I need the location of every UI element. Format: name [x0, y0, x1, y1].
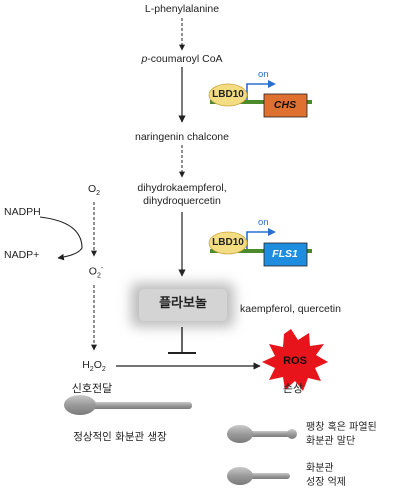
- fls1-gene-box: [263, 242, 308, 267]
- superoxide-label: O2-: [88, 265, 104, 280]
- p-coumaroyl-coa-label: p-coumaroyl CoA: [141, 53, 222, 65]
- normal-pollen-tube: [64, 395, 192, 415]
- ros-starburst: [262, 329, 328, 391]
- nadp-plus-label: NADP+: [4, 249, 40, 261]
- nadph-label: NADPH: [4, 206, 41, 218]
- dihydroquercetin-label: dihydroquercetin: [143, 195, 221, 207]
- signaling-label: 신호전달: [71, 382, 113, 395]
- naringenin-chalcone-label: naringenin chalcone: [135, 131, 229, 143]
- chs-construct: [208, 80, 312, 118]
- kaempferol-quercetin-label: kaempferol, quercetin: [240, 303, 341, 315]
- on-label: on: [258, 217, 269, 228]
- arrested-pollen-tube: [227, 467, 290, 485]
- lbd10-label: LBD10: [212, 237, 244, 248]
- arrow-nadph-to-nadp: [39, 216, 83, 261]
- h2o2-label: H2O2: [82, 359, 106, 374]
- p-prefix: p: [141, 53, 148, 65]
- dihydrokaempferol-label: dihydrokaempferol,: [137, 182, 227, 194]
- growth-arrest-label-line2: 성장 억제: [306, 477, 346, 488]
- fls1-gene-label: FLS1: [272, 248, 298, 260]
- lbd10-ellipse: [208, 83, 248, 107]
- chs-gene-label: CHS: [273, 99, 297, 111]
- l-phenylalanine-label: L-phenylalanine: [144, 3, 220, 15]
- burst-tip-label-line2: 화분관 말단: [306, 436, 356, 447]
- lbd10-label: LBD10: [212, 89, 244, 100]
- burst-tip-label-line1: 팽창 혹은 파열된: [306, 422, 377, 433]
- chs-gene-box: [263, 93, 308, 118]
- burst-tip-pollen-tube: [227, 425, 297, 443]
- fls1-construct: [208, 228, 312, 267]
- on-label: on: [258, 69, 269, 80]
- flavonol-label: 플라보놀: [159, 296, 207, 311]
- growth-arrest-label-line1: 화분관: [306, 463, 334, 474]
- damage-label: 손상: [282, 382, 304, 395]
- coumaroyl-rest: -coumaroyl CoA: [147, 53, 223, 65]
- ros-label: ROS: [283, 355, 307, 367]
- lbd10-ellipse: [208, 231, 248, 255]
- normal-growth-label: 정상적인 화분관 생장: [73, 431, 167, 443]
- o2-label: O2: [87, 183, 101, 198]
- flavonol-box: [139, 289, 227, 321]
